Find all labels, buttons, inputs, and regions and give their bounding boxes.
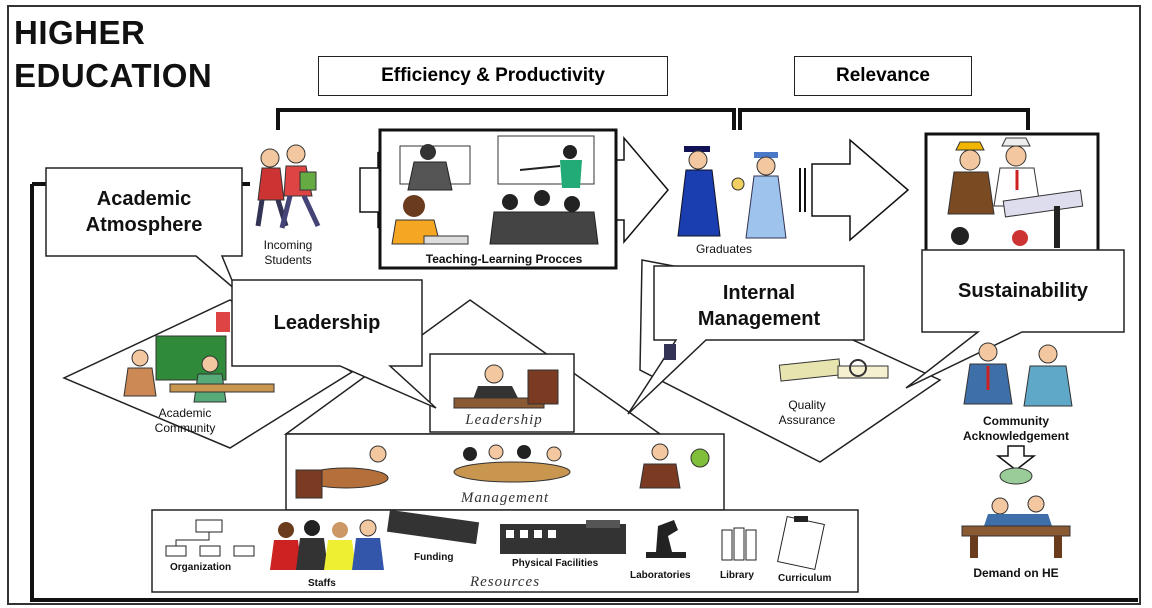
curriculum-label: Curriculum	[778, 573, 832, 584]
atmosphere-line-1: Academic	[96, 188, 192, 210]
leadership-illustration	[453, 364, 559, 409]
sustainability-text: Sustainability	[957, 280, 1089, 302]
sustainability-callout	[905, 249, 1125, 389]
acknowledgement-line-2: Acknowledgement	[962, 429, 1070, 443]
relevance-box: Relevance	[794, 56, 972, 96]
academic-community-illustration	[123, 312, 275, 403]
internal-management-text: Internal Management	[654, 280, 864, 332]
leadership-callout-text: Leadership	[273, 312, 381, 334]
incoming-line-1: Incoming	[263, 238, 313, 252]
graduates-illustration	[677, 146, 787, 239]
atmosphere-line-2: Atmosphere	[85, 214, 203, 236]
efficiency-bracket	[276, 108, 736, 130]
teaching-learning-label: Teaching-Learning Procces	[425, 252, 583, 266]
incoming-students-label: Incoming Students	[240, 238, 336, 268]
pyramid-resources-label: Resources	[469, 574, 541, 590]
feedback-loop-line	[30, 184, 1138, 602]
community-acknowledgement-illustration	[963, 342, 1073, 407]
arrow-to-demand	[995, 445, 1037, 471]
funding-label: Funding	[414, 552, 454, 563]
efficiency-productivity-box: Efficiency & Productivity	[318, 56, 668, 96]
leadership-callout	[231, 279, 437, 409]
pyramid-management-label: Management	[460, 490, 550, 506]
arrow-graduates-to-employment	[811, 138, 910, 242]
quality-assurance-illustration	[664, 344, 889, 382]
teaching-illustrations	[391, 135, 599, 245]
community-line-2: Community	[154, 421, 216, 435]
pyramid-leadership-label: Leadership	[465, 412, 543, 428]
outer-frame	[7, 5, 1141, 605]
title-line-1: HIGHER	[14, 14, 146, 51]
community-acknowledgement-label: Community Acknowledgement	[926, 414, 1106, 444]
internal-line-1: Internal	[722, 282, 796, 304]
incoming-students-illustration	[255, 144, 321, 229]
arrow-teaching-to-graduates	[611, 135, 669, 245]
resources-illustration	[165, 509, 825, 571]
academic-atmosphere-callout	[45, 167, 243, 291]
employment-illustration	[947, 137, 1084, 248]
demand-illustration	[961, 467, 1071, 558]
title-line-2: EDUCATION	[14, 57, 213, 94]
graduates-label: Graduates	[695, 242, 753, 256]
quality-line-1: Quality	[788, 398, 826, 412]
demand-label: Demand on HE	[973, 566, 1059, 580]
staffs-label: Staffs	[308, 578, 336, 589]
library-label: Library	[720, 570, 754, 581]
community-line-1: Academic	[158, 406, 212, 420]
internal-line-2: Management	[697, 308, 821, 330]
academic-atmosphere-text: Academic Atmosphere	[46, 186, 242, 238]
laboratories-label: Laboratories	[630, 570, 691, 581]
acknowledgement-line-1: Community	[983, 414, 1049, 428]
relevance-bracket	[738, 108, 1030, 130]
management-illustration	[295, 443, 710, 499]
relevance-label: Relevance	[835, 65, 930, 86]
internal-management-callout	[627, 265, 865, 415]
quality-line-2: Assurance	[778, 413, 836, 427]
academic-community-label: Academic Community	[130, 406, 240, 436]
organization-label: Organization	[170, 562, 232, 573]
quality-assurance-label: Quality Assurance	[752, 398, 862, 428]
efficiency-label: Efficiency & Productivity	[381, 65, 605, 86]
incoming-line-2: Students	[264, 253, 312, 267]
physical-facilities-label: Physical Facilities	[512, 558, 599, 569]
